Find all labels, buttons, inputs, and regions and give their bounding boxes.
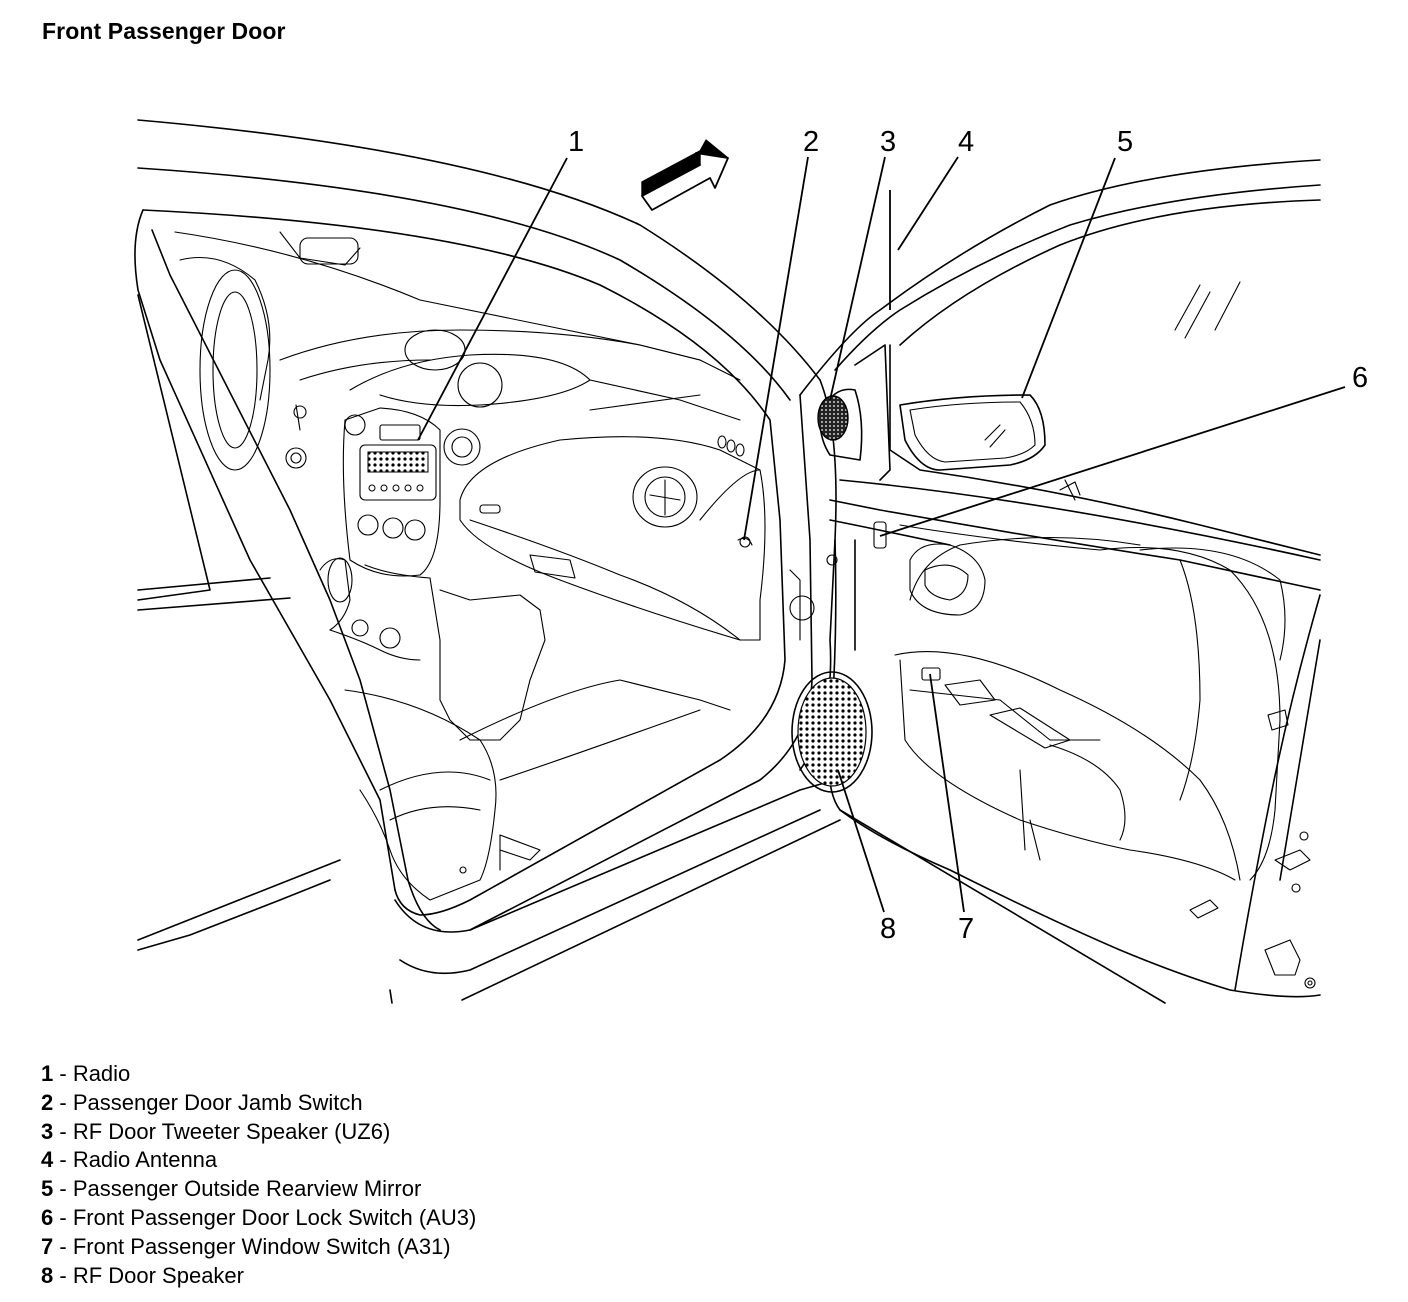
leader-lines	[417, 156, 1346, 913]
legend-label: Passenger Outside Rearview Mirror	[72, 1176, 422, 1202]
legend-separator: -	[53, 1061, 73, 1086]
legend-label: Radio	[72, 1061, 131, 1086]
leader-line-3	[829, 156, 886, 401]
tweeter-speaker	[817, 388, 863, 461]
callout-2: 2	[803, 126, 819, 158]
legend-label: RF Door Tweeter Speaker (UZ6)	[72, 1118, 391, 1144]
legend-number: 2	[41, 1089, 54, 1115]
legend-label: Front Passenger Door Lock Switch (AU3)	[72, 1204, 477, 1230]
page-title: Front Passenger Door	[42, 18, 286, 44]
legend-item: 1 - Radio	[41, 1060, 476, 1089]
legend-separator: -	[53, 1176, 73, 1202]
callout-4: 4	[958, 126, 974, 158]
callout-6: 6	[1352, 362, 1368, 394]
leader-line-6	[879, 386, 1346, 537]
leader-line-4	[897, 156, 959, 251]
legend-item: 2 - Passenger Door Jamb Switch	[41, 1089, 476, 1118]
legend-label: Passenger Door Jamb Switch	[72, 1089, 363, 1115]
legend-separator: -	[53, 1118, 73, 1144]
legend-label: Radio Antenna	[72, 1147, 218, 1173]
callout-7: 7	[958, 913, 974, 945]
legend-separator: -	[53, 1262, 73, 1288]
legend-item: 6 - Front Passenger Door Lock Switch (AU…	[41, 1204, 476, 1233]
legend-label: RF Door Speaker	[72, 1262, 244, 1288]
callout-1: 1	[568, 126, 584, 158]
legend-number: 1	[41, 1061, 54, 1086]
leader-line-8	[837, 769, 885, 913]
legend-number: 6	[41, 1204, 54, 1230]
legend-item: 7 - Front Passenger Window Switch (A31)	[41, 1233, 476, 1262]
legend-label: Front Passenger Window Switch (A31)	[72, 1233, 451, 1259]
legend-number: 5	[41, 1176, 54, 1202]
legend-item: 5 - Passenger Outside Rearview Mirror	[41, 1175, 476, 1204]
legend: 1 - Radio 2 - Passenger Door Jamb Switch…	[41, 1060, 476, 1290]
legend-item: 3 - RF Door Tweeter Speaker (UZ6)	[41, 1118, 476, 1147]
callout-8: 8	[880, 913, 896, 945]
legend-separator: -	[53, 1147, 73, 1173]
legend-item: 4 - Radio Antenna	[41, 1146, 476, 1175]
legend-separator: -	[53, 1089, 73, 1115]
door-jamb-switch	[737, 537, 753, 546]
car-body	[134, 119, 841, 1004]
interior	[174, 231, 766, 901]
legend-number: 3	[41, 1118, 54, 1144]
forward-arrow	[641, 139, 729, 211]
outside-mirror	[899, 394, 1076, 501]
leader-line-7	[929, 673, 965, 913]
leader-line-1	[417, 157, 568, 441]
legend-separator: -	[53, 1233, 73, 1259]
callouts: 1 2 3 4 5 6 7 8	[568, 126, 1368, 945]
leader-line-2	[743, 156, 809, 541]
callout-3: 3	[880, 126, 896, 158]
door-speaker	[791, 671, 873, 793]
legend-item: 8 - RF Door Speaker	[41, 1262, 476, 1291]
callout-5: 5	[1117, 126, 1133, 158]
open-door	[789, 159, 1321, 1004]
legend-number: 4	[41, 1147, 54, 1173]
leader-line-5	[1021, 157, 1116, 399]
legend-number: 8	[41, 1262, 54, 1288]
radio-unit	[359, 444, 437, 501]
legend-number: 7	[41, 1233, 54, 1259]
legend-separator: -	[53, 1204, 73, 1230]
